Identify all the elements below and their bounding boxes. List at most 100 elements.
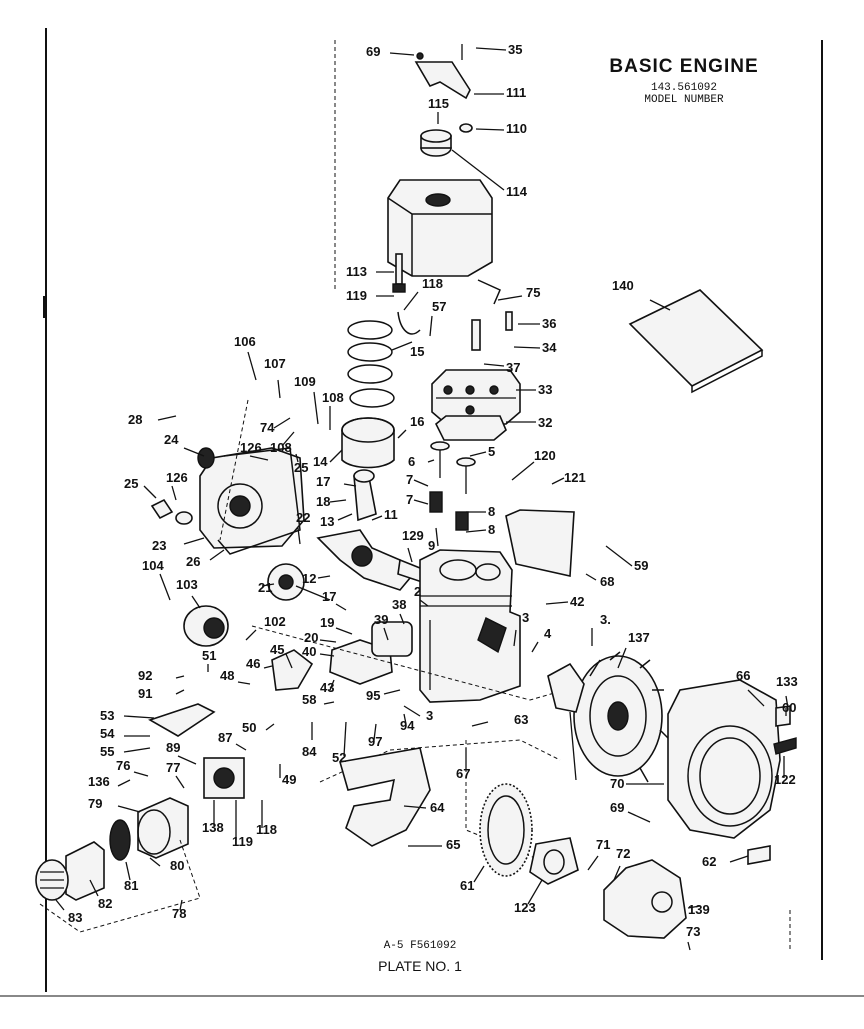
intake-manifold [271,649,314,691]
spark-plug-2 [471,319,481,351]
part-callout: 9 [428,538,435,553]
part-callout: 17 [322,589,336,604]
callout-leader [397,429,407,439]
callout-leader [383,689,401,695]
callout-leader [117,805,141,813]
callout-leader [465,529,487,533]
callout-leader [483,363,505,367]
callout-leader [475,128,505,131]
part-callout: 77 [166,760,180,775]
part-callout: 36 [542,316,556,331]
part-callout: 39 [374,612,388,627]
part-callout: 109 [294,374,316,389]
part-callout: 67 [456,766,470,781]
part-callout: 74 [260,420,275,435]
part-callout: 65 [446,837,460,852]
callout-leader [473,865,485,883]
callout-leader [613,865,621,881]
part-callout: 61 [460,878,474,893]
part-callout: 129 [402,528,424,543]
part-callout: 5 [488,444,495,459]
part-callout: 57 [432,299,446,314]
part-callout: 22 [296,510,310,525]
callout-leader [403,705,421,717]
callout-leader [247,351,257,381]
part-callout: 18 [316,494,330,509]
callout-leader [389,52,415,56]
part-callout: 3 [426,708,433,723]
part-callout: 118 [256,822,277,837]
callout-leader [323,701,335,705]
muffler-cup [65,841,105,901]
callout-leader [249,455,269,461]
gas-cap [420,123,473,157]
part-callout: 66 [736,668,750,683]
blower-housing-base [338,747,431,847]
muffler-shell [137,797,189,859]
part-callout: 68 [600,574,614,589]
part-callout: 48 [220,668,234,683]
part-callout: 19 [320,615,334,630]
header-block: BASIC ENGINE 143.561092 MODEL NUMBER [604,56,764,106]
callout-leader [403,291,419,311]
part-callout: 38 [392,597,406,612]
callout-leader [143,485,157,499]
piston-rings [347,320,395,408]
part-callout: 53 [100,708,114,723]
part-callout: 97 [368,734,382,749]
head-bolt [505,311,513,331]
oil-plug [150,498,174,520]
connecting-rod [353,469,377,522]
callout-leader [585,573,597,581]
callout-leader [403,805,427,809]
callout-leader [475,47,507,51]
part-callout: 70 [610,776,624,791]
part-callout: 83 [68,910,82,925]
spark-plug [392,253,406,293]
part-callout: 64 [430,800,445,815]
part-callout: 8 [488,504,495,519]
callout-leader [343,483,357,487]
part-callout: 102 [264,614,286,629]
part-callout: 107 [264,356,286,371]
part-callout: 87 [218,730,232,745]
part-callout: 26 [186,554,200,569]
callout-leader [513,629,517,647]
part-callout: 35 [508,42,522,57]
part-callout: 119 [232,834,253,849]
part-callout: 51 [202,648,216,663]
callout-leader [317,575,331,579]
air-filter-gasket [371,621,413,657]
part-callout: 84 [302,744,317,759]
part-callout: 7 [406,492,413,507]
part-callout: 60 [782,700,796,715]
part-callout: 122 [774,772,796,787]
callout-leader [649,299,671,311]
callout-leader [319,653,335,657]
part-callout: 40 [302,644,316,659]
callout-leader [329,499,347,503]
callout-leader [337,513,353,521]
muffler-body [203,757,245,799]
part-callout: 2 [414,584,421,599]
part-callout: 78 [172,906,186,921]
callout-leader [133,771,149,777]
callout-leader [319,639,337,643]
part-callout: 54 [100,726,115,741]
part-callout: 119 [346,288,367,303]
part-callout: 137 [628,630,650,645]
governor-link [477,279,501,305]
owners-manual [628,289,764,394]
part-callout: 58 [302,692,316,707]
callout-leader [419,599,429,607]
callout-leader [343,721,347,757]
part-callout: 8 [488,522,495,537]
callout-leader [265,723,275,731]
callout-leader [175,775,185,789]
part-callout: 94 [400,718,415,733]
part-callout: 115 [428,96,449,111]
part-callout: 118 [422,276,443,291]
part-callout: 121 [564,470,586,485]
